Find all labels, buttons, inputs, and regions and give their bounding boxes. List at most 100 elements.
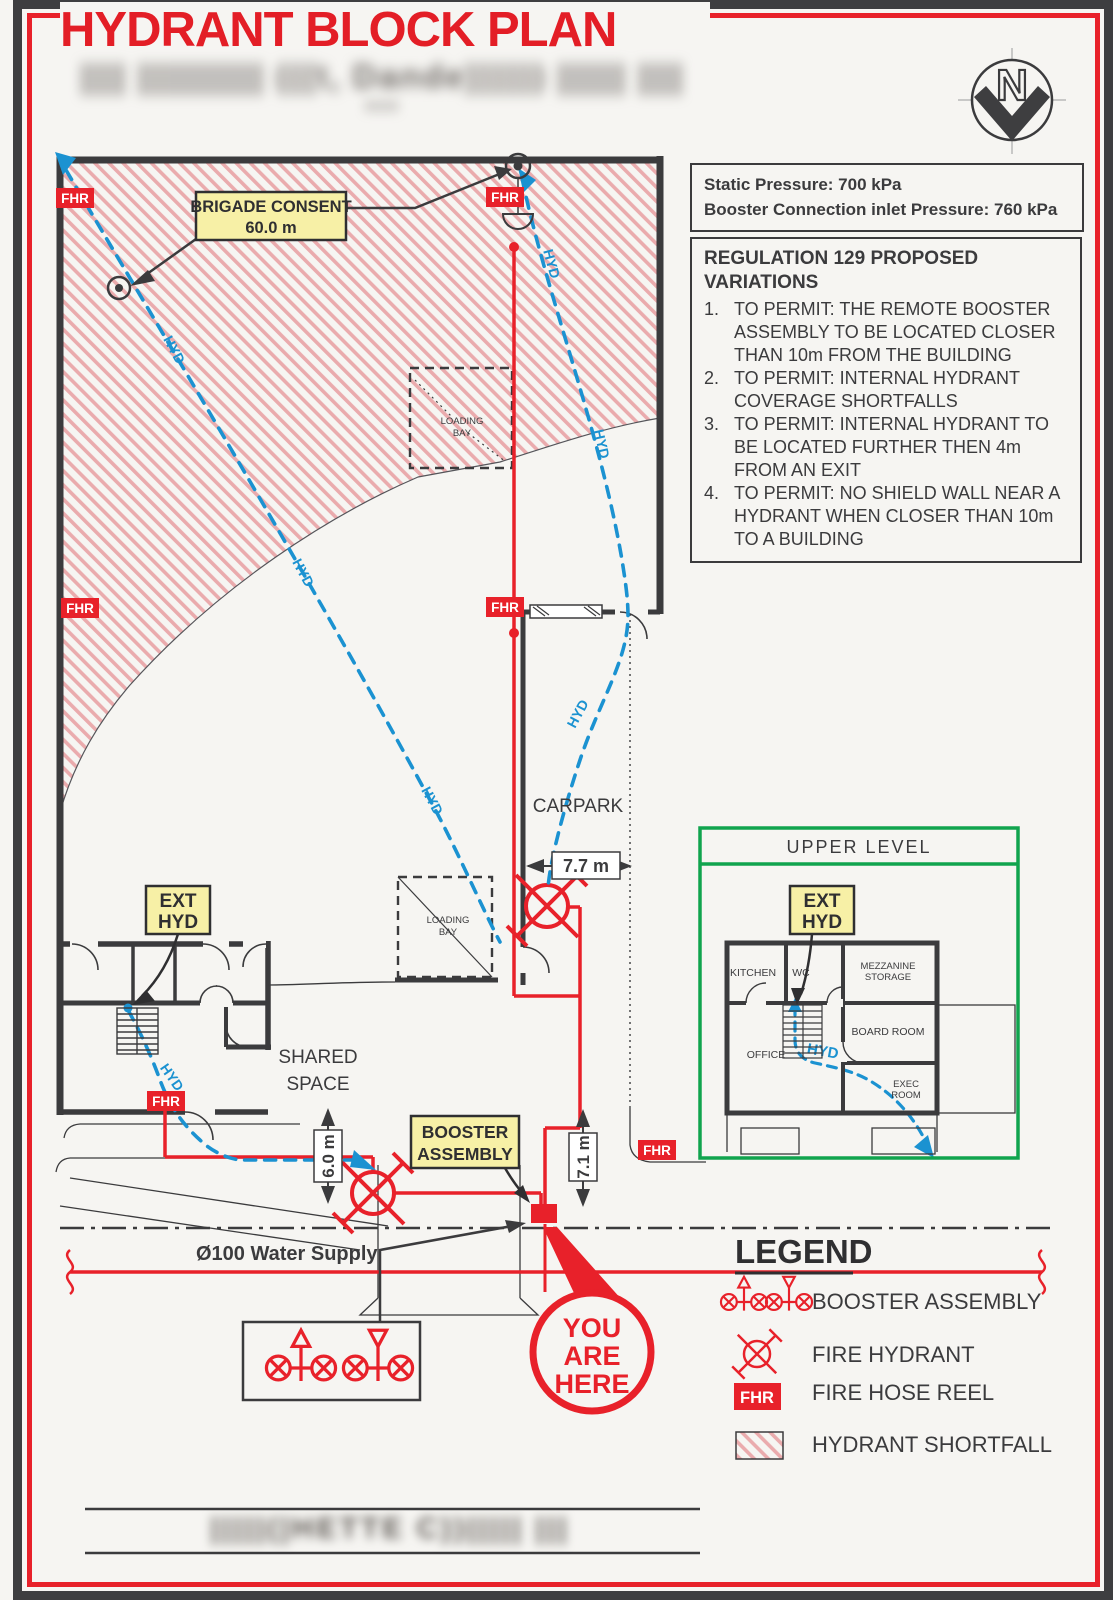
svg-text:ROOM: ROOM bbox=[891, 1090, 921, 1101]
hyd-path-2 bbox=[520, 176, 630, 890]
svg-text:BOOSTER: BOOSTER bbox=[422, 1122, 509, 1142]
you-are-here-wedge bbox=[543, 1227, 622, 1300]
svg-text:ARE: ARE bbox=[563, 1341, 620, 1371]
fhr-label: FHR bbox=[486, 597, 524, 617]
fhr-label: FHR bbox=[147, 1091, 185, 1111]
booster-inlet-pressure: Booster Connection inlet Pressure: 760 k… bbox=[704, 199, 1058, 219]
legend-shortfall-label: HYDRANT SHORTFALL bbox=[812, 1432, 1052, 1457]
svg-text:FHR: FHR bbox=[740, 1389, 774, 1407]
doors-and-windows bbox=[70, 604, 648, 1141]
hatch-legend-swatch bbox=[735, 1431, 784, 1460]
legend-hydrant-label: FIRE HYDRANT bbox=[812, 1342, 975, 1367]
page-title: HYDRANT BLOCK PLAN bbox=[60, 2, 710, 58]
svg-text:HYD: HYD bbox=[418, 784, 446, 818]
svg-text:MEZZANINE: MEZZANINE bbox=[861, 961, 916, 972]
hyd-path-arrows bbox=[55, 152, 934, 1170]
svg-text:STORAGE: STORAGE bbox=[865, 972, 911, 983]
item-number: 4. bbox=[704, 482, 720, 503]
svg-text:FHR: FHR bbox=[66, 601, 94, 616]
static-pressure: Static Pressure: 700 kPa bbox=[704, 175, 902, 194]
fhr-label: FHR bbox=[486, 187, 524, 207]
item-text: TO PERMIT: INTERNAL HYDRANT TO BE LOCATE… bbox=[734, 413, 1050, 480]
svg-text:60.0 m: 60.0 m bbox=[245, 219, 296, 237]
svg-text:HYD: HYD bbox=[564, 697, 592, 731]
booster-detail-box bbox=[241, 1220, 526, 1402]
svg-text:BOARD ROOM: BOARD ROOM bbox=[852, 1026, 925, 1038]
svg-text:7.7 m: 7.7 m bbox=[563, 856, 609, 876]
booster-assembly-legend-symbol bbox=[764, 1275, 814, 1312]
upper-level-inset: UPPER LEVEL KITCHEN WC bbox=[698, 826, 1020, 1160]
svg-text:ASSEMBLY: ASSEMBLY bbox=[417, 1144, 513, 1164]
inset-room-labels: KITCHEN WC MEZZANINE STORAGE BOARD ROOM … bbox=[730, 961, 925, 1101]
dimension-7-7m: 7.7 m bbox=[526, 851, 632, 880]
redacted-address-bottom: |||||(|HETTE C))||||| ||| bbox=[210, 1512, 570, 1545]
legend-fhr-label: FIRE HOSE REEL bbox=[812, 1380, 994, 1405]
brigade-consent-callout: BRIGADE CONSENT 60.0 m bbox=[190, 190, 352, 242]
pressure-info-box: Static Pressure: 700 kPa Booster Connect… bbox=[690, 163, 1084, 233]
hydrant-shortfall-region bbox=[59, 159, 661, 813]
svg-text:FHR: FHR bbox=[491, 600, 519, 615]
booster-assembly-callout: BOOSTER ASSEMBLY bbox=[409, 1114, 530, 1203]
item-number: 2. bbox=[704, 367, 720, 388]
hyd-path-1 bbox=[64, 168, 502, 944]
titleblock-rules bbox=[85, 1507, 700, 1555]
compass-needle bbox=[974, 86, 1050, 141]
item-text: TO PERMIT: NO SHIELD WALL NEAR A HYDRANT… bbox=[734, 482, 1060, 549]
legend: LEGEND BOOSTER ASSEMBLY FIRE HYDRANT FHR… bbox=[719, 1233, 1052, 1460]
svg-text:7.1 m: 7.1 m bbox=[574, 1135, 593, 1178]
svg-text:FHR: FHR bbox=[643, 1143, 671, 1158]
shared-space-label: SPACE bbox=[286, 1074, 349, 1095]
regulation-item: 4. TO PERMIT: NO SHIELD WALL NEAR A HYDR… bbox=[704, 482, 1070, 551]
item-text: TO PERMIT: INTERNAL HYDRANT COVERAGE SHO… bbox=[734, 367, 1020, 411]
svg-text:FHR: FHR bbox=[61, 191, 89, 206]
compass-north-letter: N bbox=[996, 61, 1028, 110]
svg-text:KITCHEN: KITCHEN bbox=[730, 967, 776, 979]
shared-space-label: SHARED bbox=[278, 1047, 357, 1068]
water-supply-main bbox=[65, 1249, 1047, 1295]
inset-stairs bbox=[782, 1004, 823, 1059]
pipe-node bbox=[509, 628, 519, 638]
pipe-node bbox=[509, 242, 519, 252]
svg-text:HERE: HERE bbox=[554, 1369, 629, 1399]
regulation-item: 3. TO PERMIT: INTERNAL HYDRANT TO BE LOC… bbox=[704, 413, 1070, 482]
loading-bay-labels: LOADING BAY LOADING BAY bbox=[427, 416, 484, 938]
svg-text:HYD: HYD bbox=[806, 1040, 840, 1062]
item-number: 3. bbox=[704, 413, 720, 434]
booster-assembly-block bbox=[531, 1204, 557, 1223]
loading-bay-1 bbox=[408, 366, 514, 470]
stairs bbox=[116, 1007, 159, 1055]
svg-text:EXT: EXT bbox=[804, 891, 841, 912]
ext-hyd-callout: EXT HYD bbox=[132, 884, 212, 1005]
svg-text:UPPER LEVEL: UPPER LEVEL bbox=[786, 837, 931, 857]
svg-text:BRIGADE CONSENT: BRIGADE CONSENT bbox=[190, 198, 351, 216]
fhr-label: FHR bbox=[56, 188, 94, 208]
svg-text:YOU: YOU bbox=[563, 1313, 622, 1343]
svg-text:EXT: EXT bbox=[160, 891, 197, 912]
svg-text:FHR: FHR bbox=[152, 1094, 180, 1109]
regulation-item: 2. TO PERMIT: INTERNAL HYDRANT COVERAGE … bbox=[704, 367, 1070, 413]
svg-text:HYD: HYD bbox=[158, 912, 198, 933]
legend-booster-label: BOOSTER ASSEMBLY bbox=[812, 1289, 1042, 1314]
dimension-6-0m: 6.0 m bbox=[313, 1108, 343, 1204]
fhr-legend-symbol bbox=[734, 1383, 781, 1410]
booster-assembly-legend-symbol bbox=[719, 1275, 769, 1312]
redacted-address-top: |||| ||||||||||| (((t, Dande)))))) |||||… bbox=[80, 58, 685, 110]
item-text: TO PERMIT: THE REMOTE BOOSTER ASSEMBLY T… bbox=[734, 298, 1056, 365]
water-supply-label: Ø100 Water Supply bbox=[196, 1243, 378, 1265]
item-number: 1. bbox=[704, 298, 720, 319]
carpark-label: CARPARK bbox=[533, 796, 624, 817]
inset-doors bbox=[745, 982, 865, 1064]
fhr-labels: FHR FHR FHR FHR FHR FHR bbox=[56, 187, 676, 1160]
site-lines bbox=[55, 614, 706, 1316]
north-compass: N bbox=[958, 48, 1066, 154]
svg-text:BAY: BAY bbox=[439, 927, 458, 938]
svg-text:HYD: HYD bbox=[802, 912, 842, 933]
svg-text:HYD: HYD bbox=[540, 247, 563, 280]
legend-title: LEGEND bbox=[735, 1233, 873, 1270]
you-are-here-callout: YOU ARE HERE bbox=[529, 1289, 655, 1415]
svg-text:LOADING: LOADING bbox=[427, 915, 470, 926]
svg-text:HYD: HYD bbox=[289, 556, 317, 590]
svg-text:6.0 m: 6.0 m bbox=[319, 1134, 338, 1177]
svg-text:HYD: HYD bbox=[591, 428, 613, 460]
